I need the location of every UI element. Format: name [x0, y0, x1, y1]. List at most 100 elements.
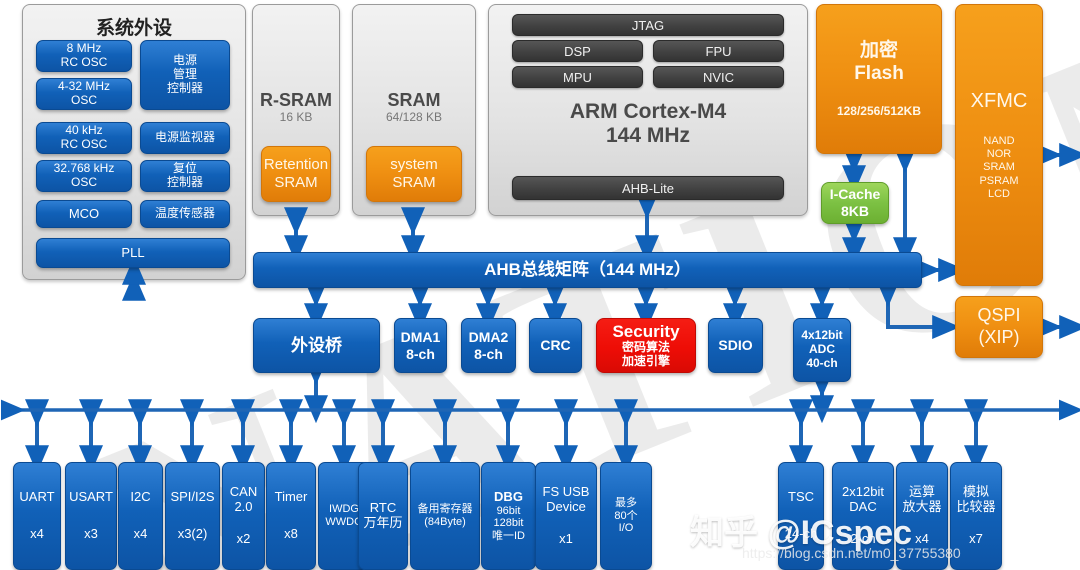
flash-line2: Flash [854, 62, 904, 84]
apb-peripheral-usart-count: x3 [84, 525, 98, 541]
mco-block[interactable]: MCO [36, 200, 132, 228]
osc-block-32768khz[interactable]: 32.768 kHz OSC [36, 160, 132, 192]
sram-size: 64/128 KB [385, 110, 443, 124]
retention-sram-line2: SRAM [274, 174, 318, 191]
mco-label: MCO [68, 205, 100, 221]
apb-peripheral-iwdg-line3: WWDG [325, 516, 363, 528]
apb-peripheral-iwdg-line1: IWDG [329, 503, 359, 516]
mpu-label: MPU [563, 69, 592, 85]
ahb-peripheral-adc-line1: 4x12bit [801, 328, 843, 343]
apb-peripheral-timer-line1: Timer [274, 489, 308, 505]
nvic-block[interactable]: NVIC [653, 66, 784, 88]
apb-peripheral-timer[interactable]: Timer x8 [266, 462, 316, 570]
pmc-line3: 控制器 [166, 80, 203, 95]
apb-peripheral-dbg-line3: 128bit [493, 517, 524, 530]
osc-8mhz-line1: 8 MHz [66, 41, 102, 56]
dsp-block[interactable]: DSP [512, 40, 643, 62]
qspi-line2: (XIP) [978, 327, 1020, 347]
osc-4-32mhz-line1: 4-32 MHz [57, 79, 110, 94]
ahb-peripheral-外设桥-line1: 外设桥 [291, 335, 342, 355]
apb-peripheral-comp-line2: 比较器 [956, 499, 996, 515]
osc-40khz-line1: 40 kHz [65, 123, 103, 138]
apb-peripheral-opamp-line2: 放大器 [902, 499, 942, 515]
apb-peripheral-opamp-count: x4 [915, 530, 929, 546]
i-cache-line2: 8KB [840, 203, 869, 219]
apb-peripheral-spi-i2s[interactable]: SPI/I2S x3(2) [165, 462, 220, 570]
temperature-sensor-block[interactable]: 温度传感器 [140, 200, 230, 228]
apb-peripheral-uart[interactable]: UART x4 [13, 462, 61, 570]
osc-40khz-line2: RC OSC [60, 137, 108, 151]
osc-block-8mhz[interactable]: 8 MHz RC OSC [36, 40, 132, 72]
mpu-block[interactable]: MPU [512, 66, 643, 88]
ahb-lite-block[interactable]: AHB-Lite [512, 176, 784, 200]
qspi-block[interactable]: QSPI (XIP) [955, 296, 1043, 358]
apb-peripheral-dbg-line2: 96bit [496, 504, 521, 517]
pll-block[interactable]: PLL [36, 238, 230, 268]
apb-peripheral-uart-count: x4 [30, 525, 44, 541]
ahb-peripheral-sdio[interactable]: SDIO [708, 318, 763, 373]
osc-block-40khz[interactable]: 40 kHz RC OSC [36, 122, 132, 154]
retention-sram-block[interactable]: Retention SRAM [261, 146, 331, 202]
sram-title: SRAM [387, 90, 441, 110]
ahb-peripheral-security-line1: Security [612, 321, 680, 341]
ahb-peripheral-security-line3: 加速引擎 [621, 354, 670, 369]
ahb-peripheral-crc[interactable]: CRC [529, 318, 582, 373]
apb-peripheral-comp-count: x7 [969, 530, 983, 546]
apb-peripheral-bkpreg-line2: (84Byte) [424, 516, 466, 528]
dsp-label: DSP [564, 43, 591, 59]
apb-peripheral-bkpreg-line1: 备用寄存器 [417, 503, 473, 516]
power-management-controller-block[interactable]: 电源 管理 控制器 [140, 40, 230, 110]
apb-peripheral-comp[interactable]: 模拟比较器 x7 [950, 462, 1002, 570]
core-frequency: 144 MHz [605, 124, 691, 147]
pll-label: PLL [121, 244, 145, 260]
i-cache-block[interactable]: I-Cache 8KB [821, 182, 889, 224]
core-name: ARM Cortex-M4 [569, 100, 727, 123]
apb-peripheral-bkpreg[interactable]: 备用寄存器(84Byte) [410, 462, 480, 570]
ahb-peripheral-adc-line3: 40-ch [806, 355, 838, 370]
jtag-block[interactable]: JTAG [512, 14, 784, 36]
ahb-peripheral-dma2-line2: 8-ch [474, 345, 503, 362]
i-cache-line1: I-Cache [829, 186, 881, 203]
apb-peripheral-comp-line1: 模拟 [962, 484, 989, 500]
apb-peripheral-tsc-line1: TSC [788, 489, 814, 505]
ahb-peripheral-adc-line2: ADC [809, 342, 835, 357]
ahb-bus-matrix[interactable]: AHB总线矩阵（144 MHz） [253, 252, 922, 288]
reset-controller-block[interactable]: 复位 控制器 [140, 160, 230, 192]
fpu-block[interactable]: FPU [653, 40, 784, 62]
pmc-line2: 管理 [172, 67, 197, 82]
r-sram-size: 16 KB [279, 110, 313, 124]
jtag-label: JTAG [631, 17, 665, 33]
apb-peripheral-spi-i2s-line1: SPI/I2S [170, 489, 215, 505]
power-monitor-label: 电源监视器 [154, 130, 215, 145]
xfmc-feature-nor: NOR [986, 148, 1012, 161]
system-sram-block[interactable]: system SRAM [366, 146, 462, 202]
ahb-peripheral-sdio-line1: SDIO [718, 337, 753, 354]
ahb-peripheral-dma1-line2: 8-ch [406, 345, 435, 362]
apb-peripheral-timer-count: x8 [284, 525, 298, 541]
osc-block-4-32mhz[interactable]: 4-32 MHz OSC [36, 78, 132, 110]
apb-peripheral-spi-i2s-count: x3(2) [177, 525, 208, 541]
temp-sensor-label: 温度传感器 [154, 206, 215, 221]
apb-peripheral-uart-line1: UART [19, 489, 55, 505]
ahb-lite-label: AHB-Lite [621, 180, 675, 196]
ahb-peripheral-外设桥[interactable]: 外设桥 [253, 318, 380, 373]
encrypted-flash-block[interactable]: 加密 Flash 128/256/512KB [816, 4, 942, 154]
apb-peripheral-gpio-line3: I/O [618, 522, 634, 535]
power-monitor-block[interactable]: 电源监视器 [140, 122, 230, 154]
xfmc-block[interactable]: XFMC NAND NOR SRAM PSRAM LCD [955, 4, 1043, 286]
ahb-peripheral-dma2-line1: DMA2 [468, 329, 509, 346]
